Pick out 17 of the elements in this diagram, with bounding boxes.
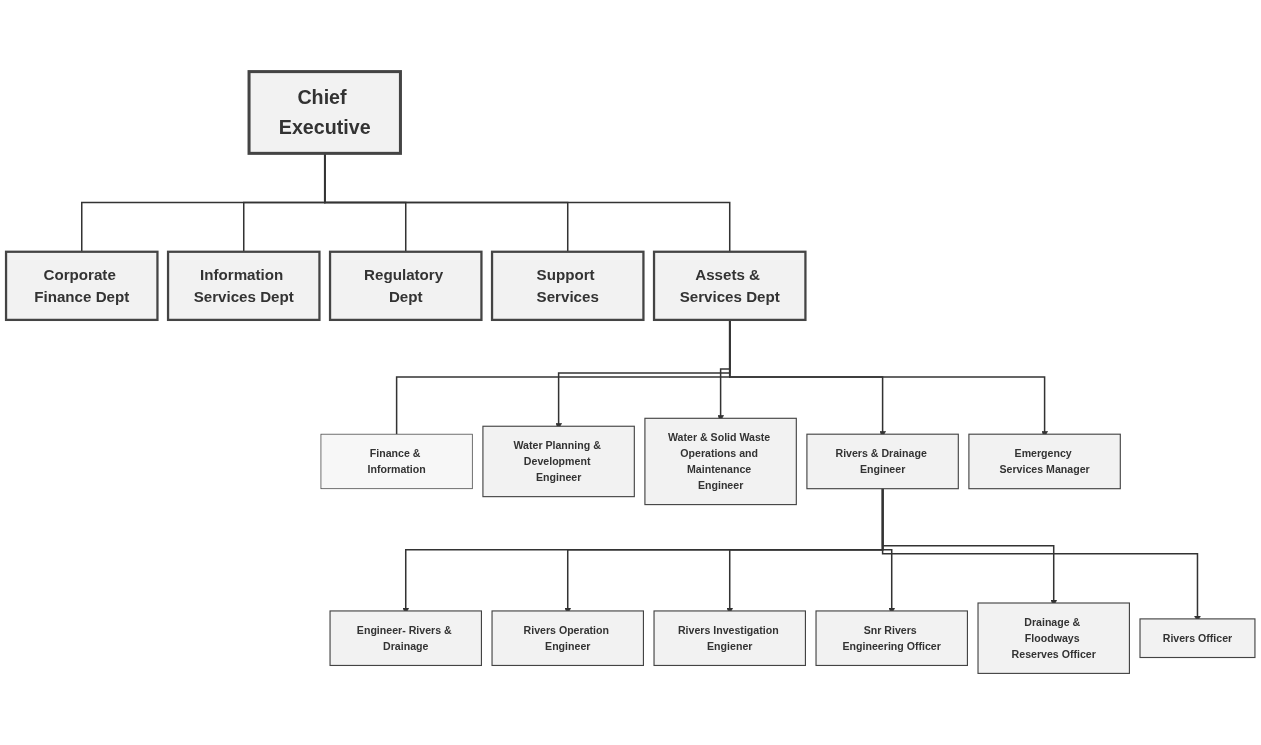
node-box: Corporate Finance Dept [4,250,159,322]
node-box: Assets & Services Dept [652,250,807,322]
node-box: Rivers Officer [1139,618,1256,659]
node-box: Rivers Investigation Engiener [653,610,806,667]
node-box: Support Services [490,250,645,322]
node-box: Information Services Dept [166,250,321,322]
node-box: Rivers Operation Engineer [491,610,644,667]
node-box: Regulatory Dept [328,250,483,322]
node-box: Finance & Information [320,433,473,490]
node-box: Rivers & Drainage Engineer [806,433,959,490]
node-box: Chief Executive [247,70,402,155]
node-box: Drainage & Floodways Reserves Officer [977,602,1130,674]
node-box: Water & Solid Waste Operations and Maintenance Engineer [644,417,797,506]
node-box: Engineer- Rivers & Drainage [329,610,482,667]
node-box: Water Planning & Development Engineer [482,425,635,498]
node-box: Snr Rivers Engineering Officer [815,610,968,667]
node-box: Emergency Services Manager [968,433,1121,490]
